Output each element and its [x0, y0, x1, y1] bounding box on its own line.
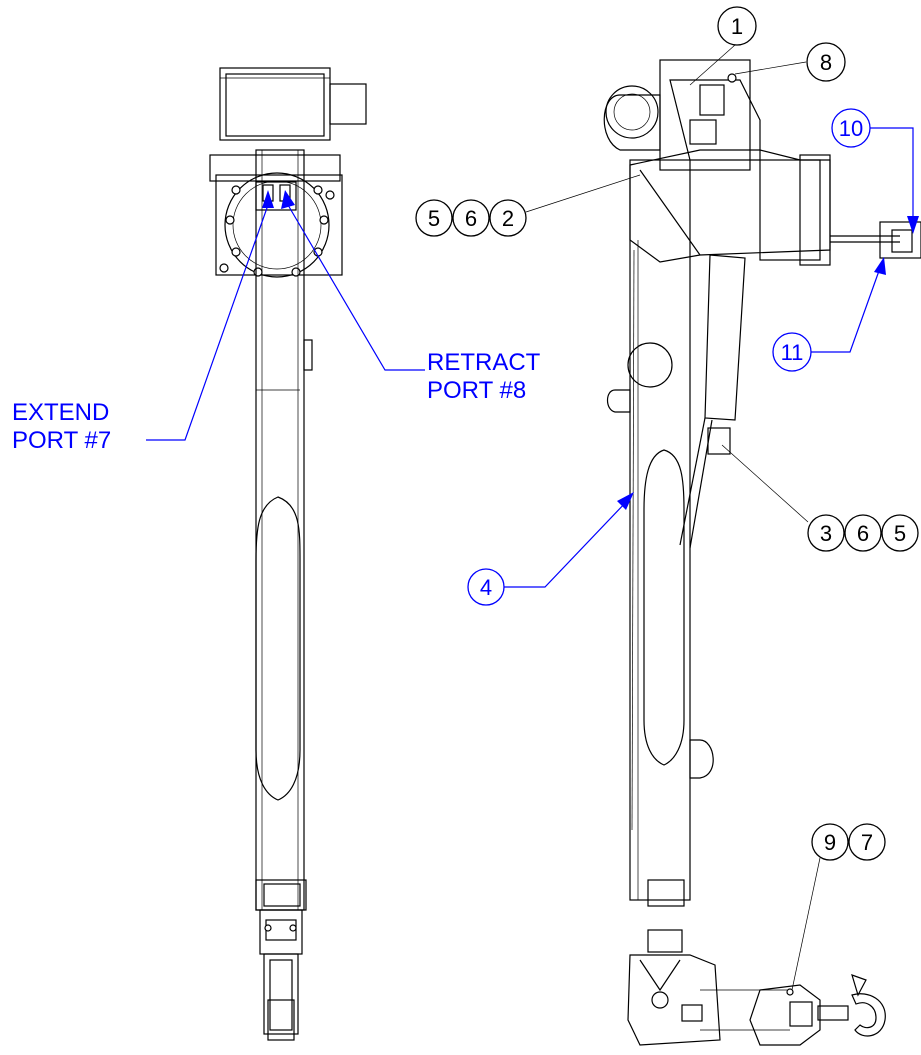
balloon-5-6-2: 5 6 2: [415, 174, 641, 237]
boom-side-view: [603, 59, 921, 1046]
extend-port-callout: EXTEND PORT #7: [12, 190, 274, 454]
retract-label-line2: PORT #8: [427, 377, 526, 404]
balloon-1: 1: [689, 6, 757, 86]
extend-label-line1: EXTEND: [12, 399, 109, 426]
balloon-11-label: 11: [781, 340, 804, 365]
balloon-562-c: 2: [502, 206, 514, 231]
balloon-4: 4: [467, 492, 634, 606]
balloon-8-label: 8: [820, 50, 832, 75]
balloon-11: 11: [772, 257, 886, 372]
boom-front-view: [209, 67, 367, 1041]
balloon-4-label: 4: [480, 575, 492, 600]
balloon-10: 10: [831, 108, 919, 234]
balloon-97-a: 9: [824, 830, 836, 855]
flange-bolts: [219, 185, 335, 277]
balloon-97-b: 7: [861, 830, 873, 855]
balloon-365-a: 3: [820, 521, 832, 546]
extend-label-line2: PORT #7: [12, 427, 111, 454]
balloon-3-6-5: 3 6 5: [721, 444, 919, 552]
retract-label-line1: RETRACT: [427, 349, 541, 376]
balloon-8: 8: [734, 42, 846, 82]
balloon-1-label: 1: [731, 14, 743, 39]
balloon-562-a: 5: [428, 206, 440, 231]
balloon-562-b: 6: [465, 206, 477, 231]
balloon-365-c: 5: [894, 521, 906, 546]
retract-port-callout: RETRACT PORT #8: [281, 190, 541, 404]
balloon-10-label: 10: [839, 116, 863, 141]
balloon-365-b: 6: [857, 521, 869, 546]
balloon-9-7: 9 7: [791, 823, 886, 991]
